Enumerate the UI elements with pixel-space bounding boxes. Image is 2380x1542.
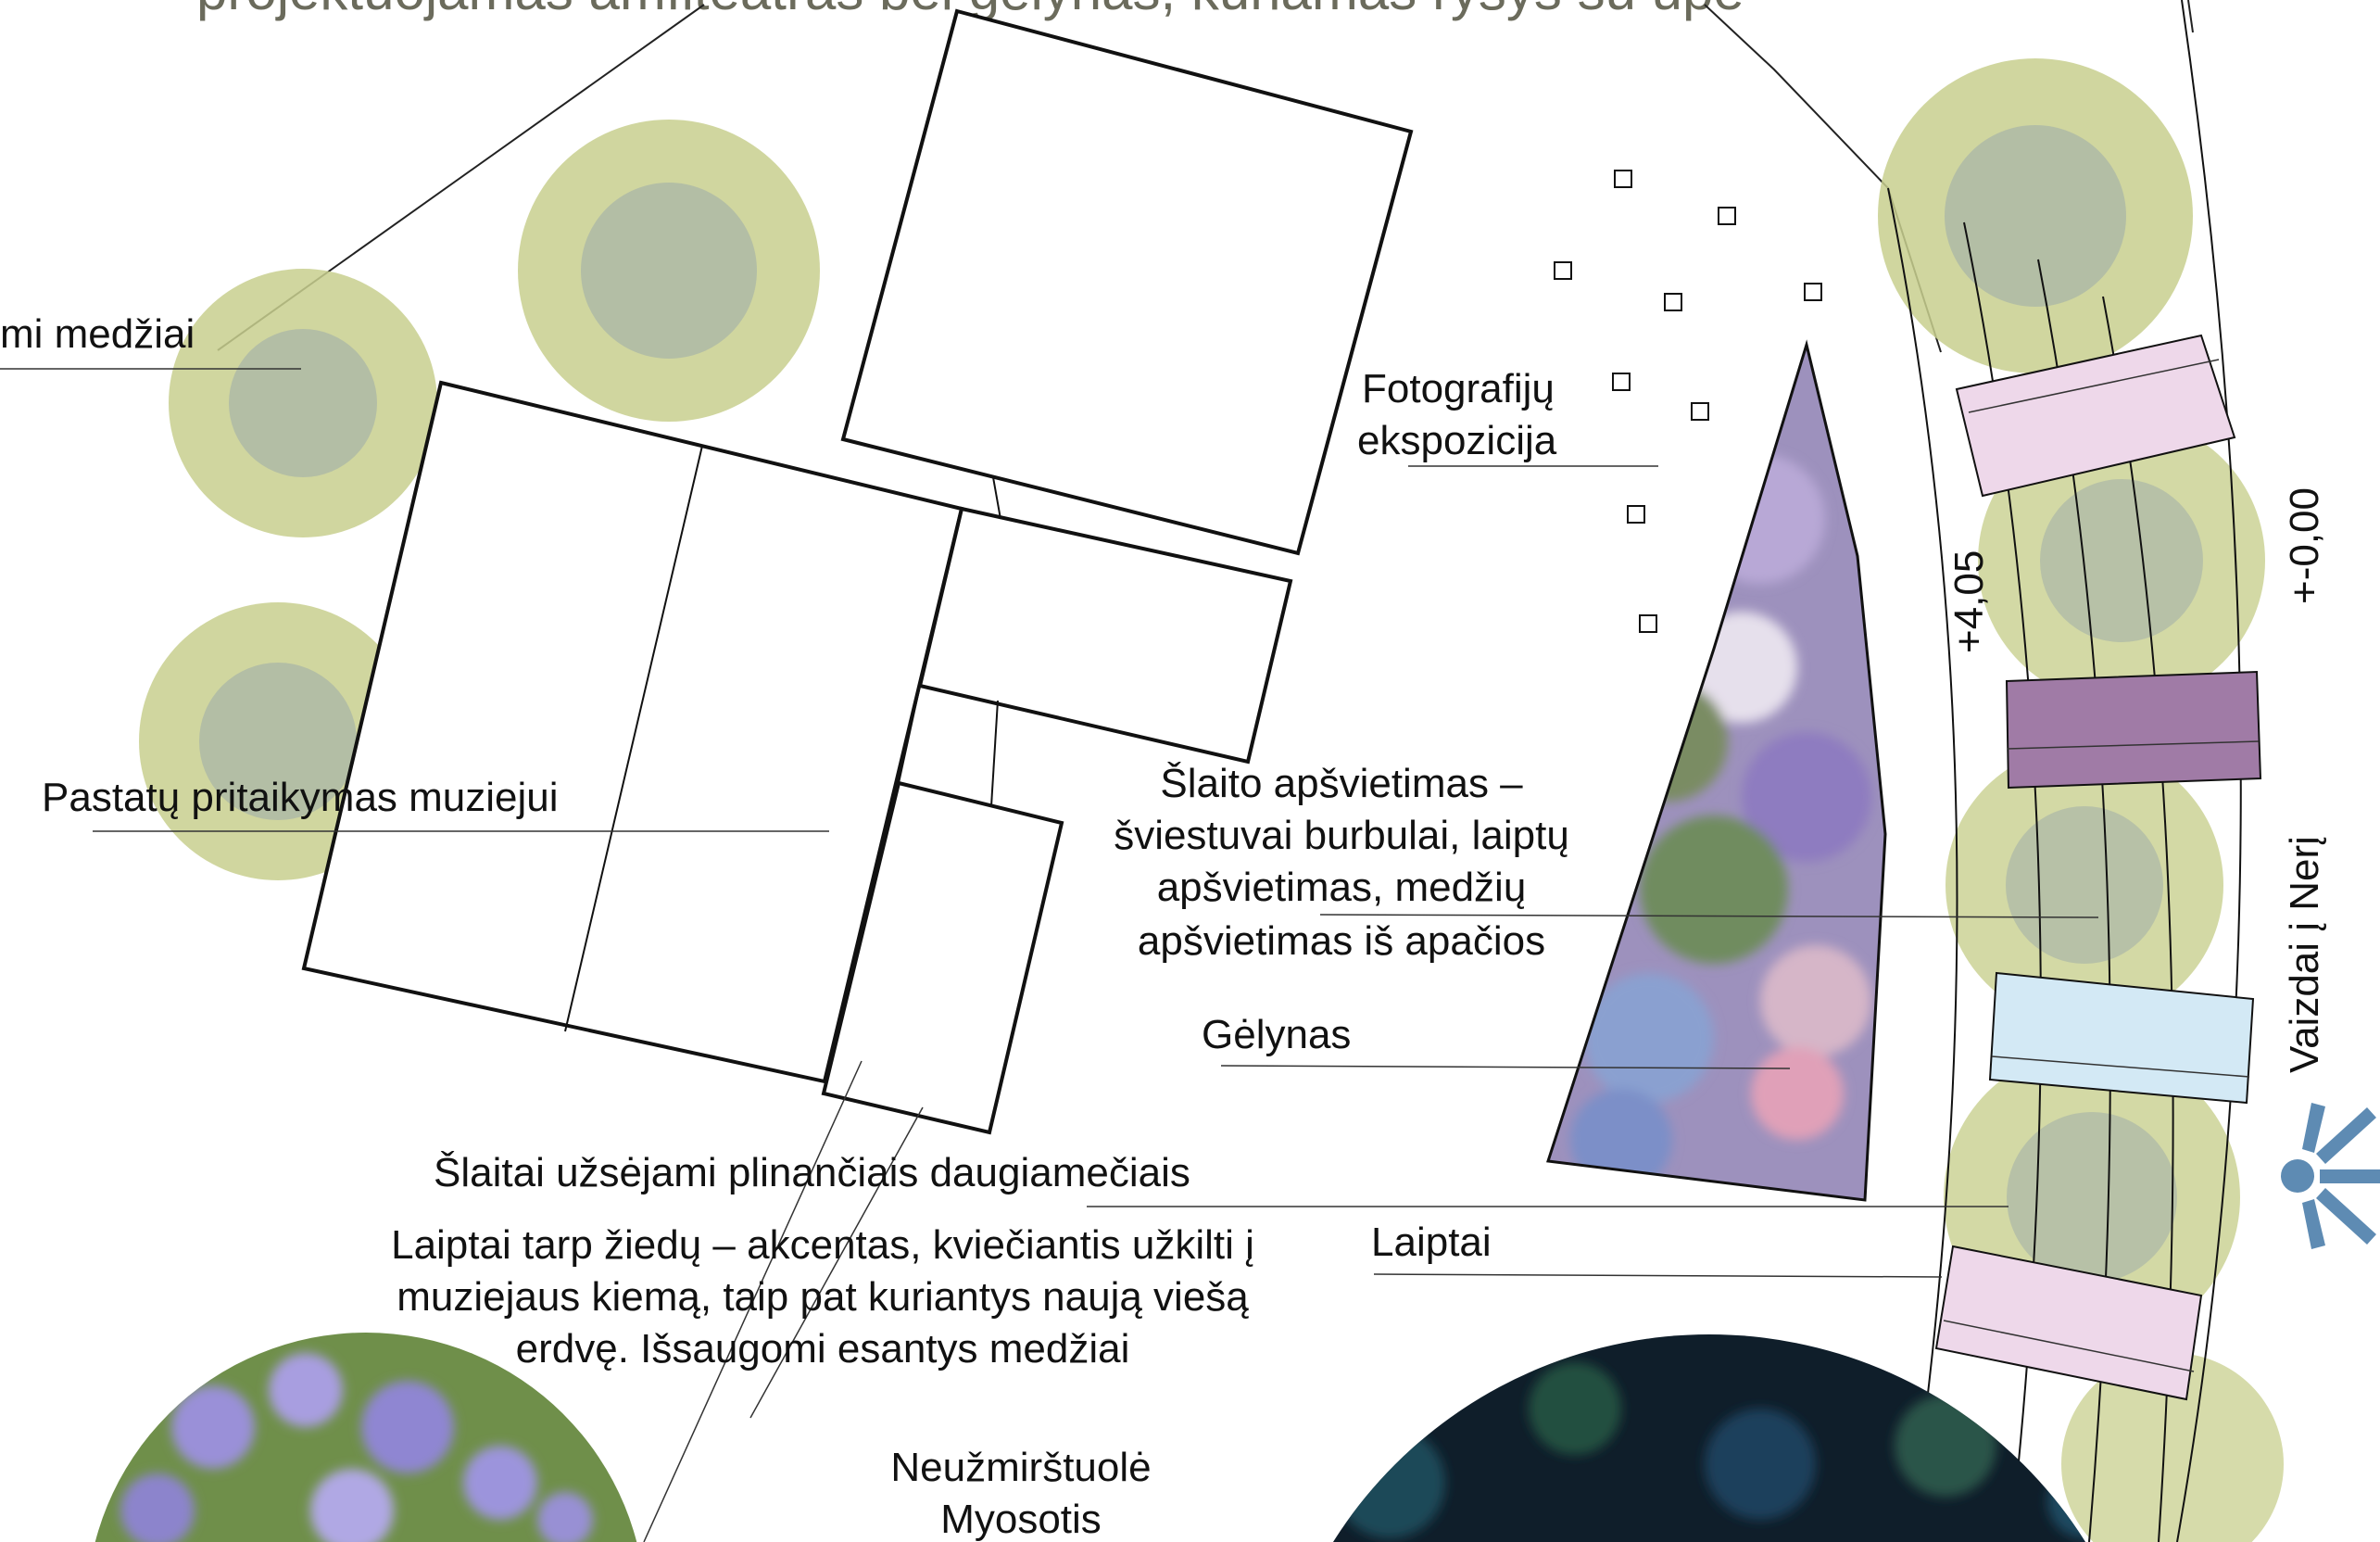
lighting-label-line1: Šlaito apšvietimas – <box>1160 760 1523 806</box>
building-annex-top <box>917 506 1293 765</box>
buildings <box>301 8 1414 1135</box>
photo-marker <box>1554 261 1572 280</box>
photo-marker <box>1612 373 1631 391</box>
stairs-label: Laiptai <box>1371 1220 1492 1265</box>
building-main <box>301 380 964 1084</box>
level-top-label: +4,05 <box>1946 550 1992 653</box>
stair-band-pink <box>1955 334 2236 498</box>
building-annex-bottom <box>821 780 1064 1135</box>
amphitheatre <box>1887 0 2262 1542</box>
lighting-label-line3: apšvietimas, medžių <box>1157 865 1527 910</box>
tree-icon <box>1878 58 2193 373</box>
existing-trees <box>139 58 2284 1542</box>
tree-icon <box>2061 1353 2284 1542</box>
lighting-label-line4: apšvietimas iš apačios <box>1138 918 1545 964</box>
stairs-desc-line2: muziejaus kiemą, taip pat kuriantys nauj… <box>397 1274 1249 1320</box>
tree-icon <box>1978 417 2265 704</box>
tree-icon <box>518 120 820 422</box>
photo-marker <box>1691 402 1709 421</box>
tree-icon <box>169 269 437 537</box>
photo-marker <box>1639 614 1657 633</box>
photo-markers <box>1554 170 1822 633</box>
stair-band-pink <box>1934 1245 2203 1401</box>
plant-name: Neužmirštuolė <box>890 1445 1151 1490</box>
trees-label: mi medžiai <box>0 311 195 357</box>
level-bottom-label: +-0,00 <box>2282 487 2327 604</box>
photo-label-line2: ekspozicija <box>1357 418 1557 463</box>
photo-marker <box>1718 207 1736 225</box>
flowerbed-label: Gėlynas <box>1202 1012 1351 1057</box>
buildings-label: Pastatų pritaikymas muziejui <box>42 775 559 820</box>
stairs-desc-line3: erdvę. Išsaugomi esantys medžiai <box>516 1326 1130 1371</box>
photo-marker <box>1614 170 1632 188</box>
photo-marker <box>1804 283 1822 301</box>
leader-lines <box>0 368 2099 1542</box>
river-view-label: Vaizdai į Nerį <box>2282 836 2327 1073</box>
stairs-desc-line1: Laiptai tarp žiedų – akcentas, kviečiant… <box>391 1222 1254 1268</box>
stair-band-purple <box>2005 670 2262 790</box>
photo-marker <box>1627 505 1645 524</box>
tree-icon <box>1946 746 2223 1024</box>
labels: mi medžiai Pastatų pritaikymas muziejui … <box>0 311 2327 1542</box>
plant-latin: Myosotis <box>940 1497 1102 1542</box>
slopes-label: Šlaitai užsėjami plinančiais daugiamečia… <box>434 1149 1190 1195</box>
lighting-label-line2: šviestuvai burbulai, laiptų <box>1114 813 1569 858</box>
stairs <box>1934 334 2262 1401</box>
sun-icon <box>2281 1103 2380 1249</box>
plan-title: projektuojamas amfiteatras bei gėlynas, … <box>196 0 1744 21</box>
photo-label-line1: Fotografijų <box>1362 366 1555 411</box>
building-top <box>840 8 1414 556</box>
stair-band-blue <box>1988 971 2255 1105</box>
photo-marker <box>1664 293 1682 311</box>
